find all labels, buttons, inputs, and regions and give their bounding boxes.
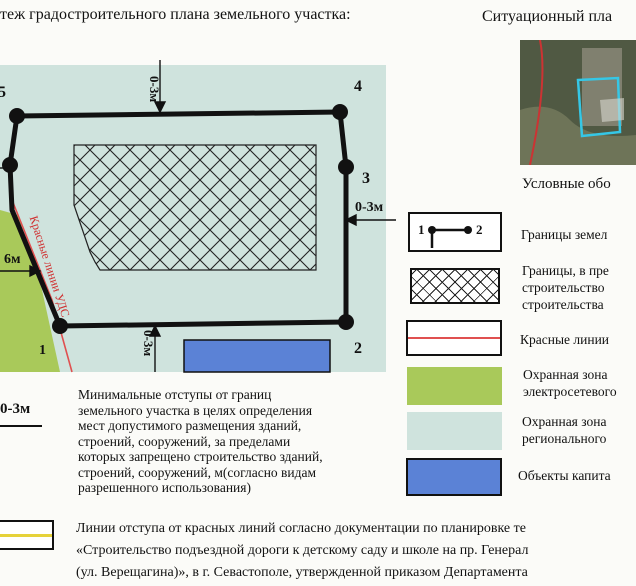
legend-swatch-light-blue <box>407 412 502 450</box>
legend-label-light-blue: Охранная зона регионального <box>522 414 607 446</box>
corner-marker <box>338 314 354 330</box>
drawing-title: теж градостроительного плана земельного … <box>0 6 351 23</box>
offset-label-top: 0-3м <box>147 76 162 103</box>
legend-label-capital: Объекты капита <box>518 468 611 483</box>
bottom-note: Линии отступа от красных линий согласно … <box>76 521 529 580</box>
min-offsets-note: Минимальные отступы от границ земельного… <box>78 387 323 495</box>
protection-zone-power <box>0 210 60 372</box>
legend-swatch-hatch <box>410 268 500 304</box>
permitted-construction-zone <box>73 144 317 271</box>
offset-arrows <box>0 60 396 372</box>
legend-title: Условные обо <box>522 176 611 192</box>
corner-marker <box>9 108 25 124</box>
corner-marker <box>2 157 18 173</box>
offset-label-bottom: 0-3м <box>141 330 156 357</box>
corner-marker <box>338 159 354 175</box>
legend-label-green: Охранная зона электросетевого <box>523 367 617 399</box>
corner-label-1: 1 <box>39 343 46 358</box>
legend-swatch-green <box>407 367 502 405</box>
legend-swatch-red-line <box>406 320 502 356</box>
legend-label-boundary: Границы земел <box>521 227 608 242</box>
offset-underline <box>0 425 42 427</box>
legend-swatch-boundary: 1 2 <box>408 212 502 252</box>
corner-marker <box>332 104 348 120</box>
offset-label-right: 0-3м <box>355 200 384 215</box>
offset-label-6m: 6м <box>4 252 21 267</box>
land-plot-drawing <box>0 60 396 373</box>
corner-marker <box>52 318 68 334</box>
capital-object <box>183 339 331 373</box>
corner-label-2: 2 <box>354 340 362 357</box>
red-line <box>11 199 73 373</box>
legend-marker-2: 2 <box>476 222 483 237</box>
legend-label-hatch: Границы, в пре строительство строительст… <box>522 263 609 312</box>
corner-label-3: 3 <box>362 170 370 187</box>
legend-swatch-offset-line <box>0 520 54 550</box>
corner-label-5: 5 <box>0 84 6 101</box>
offset-label-left-bottom: 0-3м <box>0 401 31 417</box>
legend-marker-1: 1 <box>418 222 425 237</box>
situational-plan-map <box>520 40 636 165</box>
corner-label-4: 4 <box>354 78 362 95</box>
situational-plan-title: Ситуационный пла <box>482 8 613 25</box>
legend-swatch-capital <box>406 458 502 496</box>
legend-label-red-line: Красные линии <box>520 332 610 347</box>
